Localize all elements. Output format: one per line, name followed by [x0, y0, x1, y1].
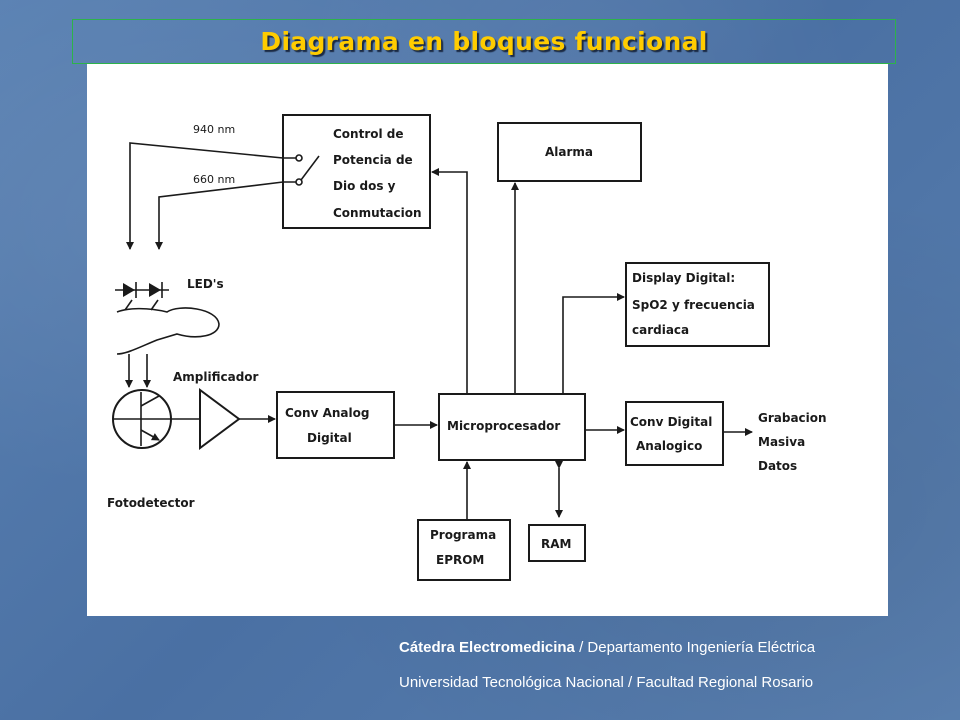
control-box-line-1: Control de — [333, 127, 404, 141]
eprom-line-2: EPROM — [436, 553, 484, 567]
line-micro-to-control — [431, 168, 468, 394]
footer-line-1: Cátedra Electromedicina / Departamento I… — [399, 639, 815, 656]
footer-line-2: Universidad Tecnológica Nacional / Facul… — [399, 674, 814, 691]
grabacion-line-3: Datos — [758, 459, 797, 473]
finger-icon — [116, 307, 220, 355]
microprocesador-label: Microprocesador — [447, 419, 560, 433]
display-line-2: SpO2 y frecuencia — [632, 298, 755, 312]
footer-cathedra: Cátedra Electromedicina — [399, 639, 575, 656]
amplifier-icon — [199, 388, 241, 450]
footer-department: / Departamento Ingeniería Eléctrica — [574, 639, 816, 656]
dac-line-2: Analogico — [636, 439, 702, 453]
display-box — [625, 262, 770, 347]
control-box-line-3: Dio dos y — [333, 179, 396, 193]
photodetector-emitter — [140, 429, 160, 441]
ram-label: RAM — [541, 537, 571, 551]
adc-line-1: Conv Analog — [285, 406, 369, 420]
dac-line-1: Conv Digital — [630, 415, 712, 429]
photodetector-collector — [140, 395, 160, 407]
control-box-line-2: Potencia de — [333, 153, 413, 167]
switch-contact-top — [295, 154, 303, 162]
eprom-box — [417, 519, 511, 581]
adc-line-2: Digital — [307, 431, 352, 445]
switch-blade — [300, 155, 320, 181]
line-micro-to-display — [562, 293, 625, 394]
grabacion-line-2: Masiva — [758, 435, 805, 449]
microprocesador-box — [438, 393, 586, 461]
slide-title: Diagrama en bloques funcional — [260, 27, 708, 56]
wavelength-660-label: 660 nm — [193, 173, 235, 186]
dac-box — [625, 401, 724, 466]
alarma-label: Alarma — [545, 145, 593, 159]
display-line-3: cardiaca — [632, 323, 689, 337]
control-box-line-4: Conmutacion — [333, 206, 422, 220]
leds-label: LED's — [187, 277, 224, 291]
block-diagram: Control de Potencia de Dio dos y Conmuta… — [107, 114, 827, 581]
amplificador-label: Amplificador — [173, 370, 259, 384]
adc-box — [276, 391, 395, 459]
led-ray-2 — [150, 299, 159, 311]
control-power-box — [282, 114, 431, 229]
led-ray-1 — [124, 299, 133, 311]
diagram-panel: Control de Potencia de Dio dos y Conmuta… — [87, 64, 888, 616]
display-line-1: Display Digital: — [632, 271, 735, 285]
ram-box — [528, 524, 586, 562]
grabacion-line-1: Grabacion — [758, 411, 827, 425]
alarma-box — [497, 122, 642, 182]
led-2-icon — [149, 283, 161, 297]
wavelength-940-label: 940 nm — [193, 123, 235, 136]
led-1-icon — [123, 283, 135, 297]
line-660nm — [155, 181, 296, 250]
line-940nm — [126, 142, 296, 250]
fotodetector-label: Fotodetector — [107, 496, 195, 510]
eprom-line-1: Programa — [430, 528, 496, 542]
title-frame: Diagrama en bloques funcional — [72, 19, 896, 64]
